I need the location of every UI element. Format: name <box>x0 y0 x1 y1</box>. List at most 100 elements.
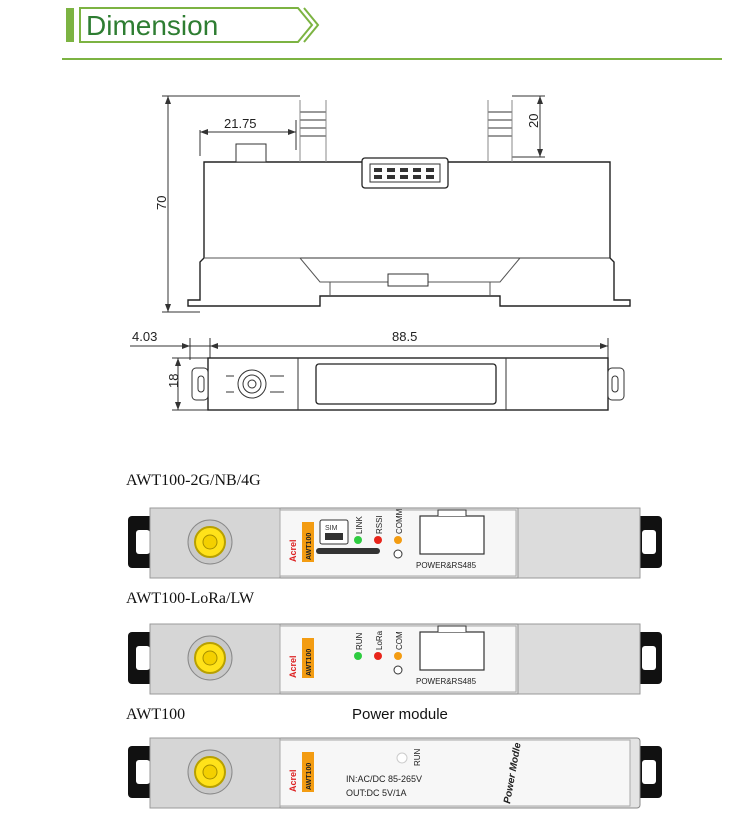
rj45-port <box>419 631 485 671</box>
top-view-body <box>207 357 609 411</box>
power-module-caption: Power module <box>352 706 448 723</box>
led-run <box>396 752 408 764</box>
port-label: POWER&RS485 <box>416 677 477 686</box>
header-arrow-frame <box>79 7 314 43</box>
product-awt100-power: Acrel AWT100 RUN IN:AC/DC 85-265V OUT:DC… <box>128 737 662 809</box>
port-label: POWER&RS485 <box>416 561 477 570</box>
top-view-antenna-flanges <box>226 375 284 393</box>
connector-pin-icon <box>374 175 382 179</box>
sim-slot-icon <box>319 519 349 545</box>
terminal-section <box>517 507 641 579</box>
arrow-icon <box>165 304 171 312</box>
connector-pin-icon <box>413 168 421 172</box>
connector-pin-icon <box>374 168 382 172</box>
top-view-antenna-core <box>247 379 257 389</box>
model-badge <box>302 522 314 562</box>
header-divider <box>62 58 722 60</box>
arrow-icon <box>175 402 181 410</box>
brand-logo: Acrel <box>288 539 298 562</box>
led-link <box>354 536 362 544</box>
dimension-drawing: 21.75 20 70 4.03 88.5 18 <box>130 95 631 411</box>
din-clip-left-slot <box>136 760 150 784</box>
connector-pin-icon <box>426 175 434 179</box>
side-view-clip-ribs <box>329 282 491 296</box>
top-view-antenna-inner <box>242 374 262 394</box>
brand-logo: Acrel <box>288 769 298 792</box>
din-clip-left-slot <box>136 646 150 670</box>
din-clip-right-slot <box>642 646 656 670</box>
side-view-antenna-stub <box>235 143 267 163</box>
brand-logo: Acrel <box>288 655 298 678</box>
antenna-connector-center <box>202 650 218 666</box>
led-label: RUN <box>355 632 364 650</box>
front-panel <box>279 739 631 807</box>
header-connector-inner <box>369 163 441 183</box>
antenna-connector-center <box>202 534 218 550</box>
led-label: LINK <box>355 516 364 534</box>
arrow-icon <box>537 96 543 104</box>
arrow-icon <box>182 343 190 349</box>
product-model-label: AWT100-2G/NB/4G <box>126 472 261 489</box>
header-title: Dimension <box>86 10 218 41</box>
connector-pin-icon <box>387 168 395 172</box>
pin-housing-lines <box>299 100 513 162</box>
led-label: RUN <box>413 748 422 766</box>
dim-depth: 18 <box>166 374 181 388</box>
header-accent-bar <box>66 8 74 42</box>
arrow-icon <box>537 149 543 157</box>
connector-pin-icon <box>413 175 421 179</box>
reset-button-icon <box>393 549 403 559</box>
top-view-antenna-outer <box>237 369 267 399</box>
top-view-left-tab <box>191 367 209 401</box>
connector-pin-icon <box>400 175 408 179</box>
top-view-right-tab <box>607 367 625 401</box>
sim-tray <box>316 548 380 554</box>
arrow-icon <box>200 129 208 135</box>
led-label: RSSI <box>375 515 384 534</box>
led-lora <box>374 652 382 660</box>
product-model-label: AWT100 <box>126 706 186 723</box>
dim-top-width: 21.75 <box>224 116 257 131</box>
model-badge-text: AWT100 <box>306 649 313 676</box>
antenna-connector-center <box>202 764 218 780</box>
model-badge-text: AWT100 <box>306 533 313 560</box>
terminal-section <box>517 623 641 695</box>
din-clip-left-slot <box>136 530 150 554</box>
din-clip-right-slot <box>642 530 656 554</box>
connector-pin-icon <box>426 168 434 172</box>
arrow-icon <box>288 129 296 135</box>
output-spec: OUT:DC 5V/1A <box>346 788 407 798</box>
connector-pin-icon <box>400 168 408 172</box>
dim-length: 88.5 <box>392 329 417 344</box>
side-view-clip-line <box>204 257 521 283</box>
arrow-icon <box>165 96 171 104</box>
sim-label: SIM <box>325 525 338 532</box>
led-label: COM <box>395 631 404 650</box>
model-badge-text: AWT100 <box>306 763 313 790</box>
led-label: COMM <box>395 508 404 534</box>
top-view-right-slot <box>611 375 619 393</box>
connector-pin-icon <box>387 175 395 179</box>
rj45-port-latch <box>437 509 467 516</box>
rj45-port <box>419 515 485 555</box>
led-rssi <box>374 536 382 544</box>
product-awt100-2g: Acrel AWT100 SIM LINK RSSI COMM POWER&RS… <box>128 507 662 579</box>
led-run <box>354 652 362 660</box>
led-com <box>394 652 402 660</box>
header-arrow-chevron-icon <box>303 7 320 43</box>
reset-button-icon <box>393 665 403 675</box>
header-title-badge: Dimension <box>66 7 320 43</box>
dim-height: 70 <box>154 196 169 210</box>
led-label: LoRa <box>375 630 384 650</box>
model-badge <box>302 752 314 792</box>
product-awt100-lora: Acrel AWT100 RUN LoRa COM POWER&RS485 <box>128 623 662 695</box>
side-view-latch <box>387 273 429 287</box>
side-view-body <box>187 161 631 307</box>
dim-offset: 4.03 <box>132 329 157 344</box>
model-badge <box>302 638 314 678</box>
product-model-label: AWT100-LoRa/LW <box>126 590 255 607</box>
top-view-left-slot <box>197 375 205 393</box>
din-clip-right-slot <box>642 760 656 784</box>
arrow-icon <box>600 343 608 349</box>
sim-chip-icon <box>325 533 343 540</box>
